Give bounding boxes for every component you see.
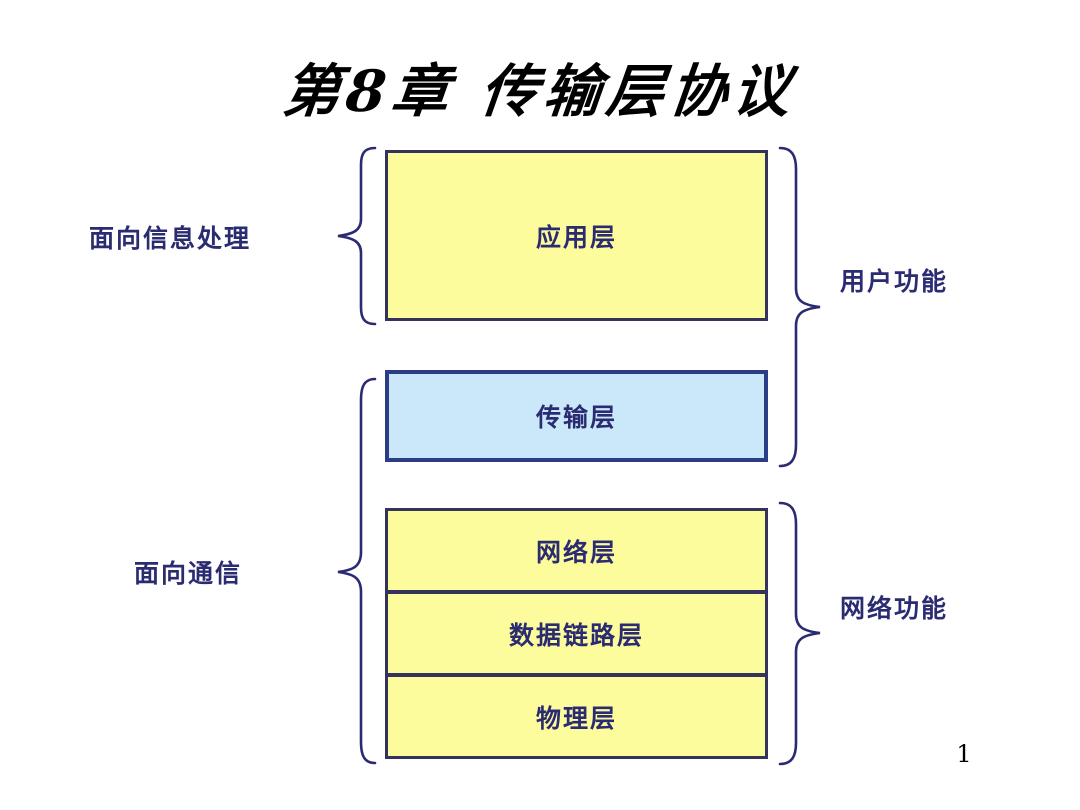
label-info-processing: 面向信息处理	[89, 225, 252, 253]
layer-label-transport: 传输层	[535, 404, 617, 432]
layer-box-application[interactable]: 应用层	[385, 150, 768, 321]
page-title: 第8章 传输层协议	[279, 58, 800, 125]
layer-label-physical: 物理层	[535, 704, 617, 733]
layer-label-network: 网络层	[535, 538, 617, 567]
layer-label-application: 应用层	[535, 223, 617, 252]
right-brace-network-function	[778, 501, 821, 766]
right-brace-user-function	[778, 146, 821, 468]
layer-box-network[interactable]: 网络层	[385, 508, 768, 593]
label-communication: 面向通信	[134, 560, 243, 588]
label-user-function: 用户功能	[840, 268, 949, 296]
layer-box-datalink[interactable]: 数据链路层	[385, 591, 768, 676]
layer-box-physical[interactable]: 物理层	[385, 674, 768, 759]
page-number: 1	[956, 740, 972, 768]
left-brace-communication	[337, 377, 377, 765]
label-network-function: 网络功能	[840, 595, 949, 623]
layer-box-transport[interactable]: 传输层	[385, 370, 768, 462]
left-brace-info-processing	[337, 146, 377, 326]
layer-label-datalink: 数据链路层	[508, 621, 644, 650]
